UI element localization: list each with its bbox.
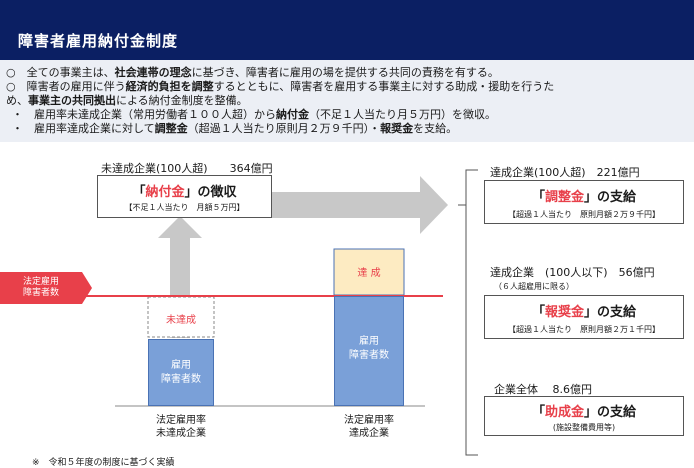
right-caption-line: 法定雇用率 <box>344 415 394 426</box>
reward-box-title: 「報奨金」の支給 <box>485 301 683 320</box>
left-bar-label: 雇用 障害者数 <box>149 359 213 387</box>
summary-emphasis: 調整金 <box>154 122 188 135</box>
levy-keyword: 納付金 <box>145 185 185 200</box>
header-banner <box>0 0 694 60</box>
summary-line-1: ○ 全ての事業主は、社会連帯の理念に基づき、障害者に雇用の場を提供する共同の責務… <box>6 66 499 79</box>
reward-keyword: 報奨金 <box>544 305 584 320</box>
right-bar-line: 雇用 <box>359 336 379 347</box>
levy-box-text: 「 <box>132 185 146 200</box>
summary-line-3: め、事業主の共同拠出による納付金制度を整備。 <box>6 94 248 107</box>
reward-header: 達成企業 (100人以下) 56億円 <box>490 266 655 279</box>
unmet-label: 未達成 <box>166 315 196 326</box>
grant-box-title: 「助成金」の支給 <box>485 401 683 420</box>
summary-text: め、 <box>6 94 28 107</box>
summary-text: ・ 雇用率未達成企業（常用労働者１００人超）から <box>12 108 276 121</box>
distribution-bracket <box>465 169 478 456</box>
legal-rate-tag-line: 法定雇用 <box>22 277 59 287</box>
levy-box-sub: 【不足１人当たり 月額５万円】 <box>124 203 245 212</box>
adjust-box-title: 「調整金」の支給 <box>485 186 683 205</box>
summary-emphasis: 経済的負担を調整 <box>125 80 214 93</box>
summary-emphasis: 社会連帯の理念 <box>114 66 192 79</box>
page-title: 障害者雇用納付金制度 <box>18 32 179 50</box>
adjust-box-text: 」の支給 <box>584 190 637 205</box>
summary-emphasis: 報奨金 <box>380 122 414 135</box>
summary-emphasis: 納付金 <box>276 108 309 121</box>
summary-line-2: ○ 障害者の雇用に伴う経済的負担を調整するとともに、障害者を雇用する事業主に対す… <box>6 80 554 93</box>
summary-text: ○ 全ての事業主は、 <box>6 66 115 79</box>
summary-text: を支給。 <box>413 122 458 135</box>
levy-box-title: 「納付金」の徴収 <box>98 181 271 200</box>
unmet-dashed-box <box>147 296 215 338</box>
reward-box: 「報奨金」の支給 【超過１人当たり 原則月額２万１千円】 <box>484 295 684 339</box>
summary-emphasis: 事業主の共同拠出 <box>28 94 116 107</box>
left-caption: 法定雇用率 未達成企業 <box>131 414 231 440</box>
adjust-box-sub: 【超過１人当たり 原則月額２万９千円】 <box>508 210 660 219</box>
reward-subheader: （６人超雇用に限る） <box>494 282 574 291</box>
levy-box: 「納付金」の徴収 【不足１人当たり 月額５万円】 <box>97 175 272 218</box>
right-caption-line: 達成企業 <box>349 428 389 439</box>
summary-text: に基づき、障害者に雇用の場を提供する共同の責務を有する。 <box>191 66 499 79</box>
left-caption-line: 法定雇用率 <box>156 415 206 426</box>
adjust-header: 達成企業(100人超) 221億円 <box>490 166 640 179</box>
levy-arrow <box>270 176 448 234</box>
summary-text: （不足１人当たり月５万円）を徴収。 <box>309 108 496 121</box>
grant-box: 「助成金」の支給 (施設整備費用等) <box>484 396 684 436</box>
reward-box-sub: 【超過１人当たり 原則月額２万１千円】 <box>508 325 660 334</box>
adjust-box-text: 「 <box>531 190 545 205</box>
left-caption-line: 未達成企業 <box>156 428 206 439</box>
right-bar-label: 雇用 障害者数 <box>335 335 403 363</box>
legal-rate-tag-line: 障害者数 <box>22 288 59 298</box>
grant-box-text: 」の支給 <box>584 405 637 420</box>
summary-line-5: ・ 雇用率達成企業に対して調整金（超過１人当たり原則月２万９千円）・報奨金を支給… <box>12 122 457 135</box>
left-employed-bar: 雇用 障害者数 <box>148 339 214 406</box>
summary-line-4: ・ 雇用率未達成企業（常用労働者１００人超）から納付金（不足１人当たり月５万円）… <box>12 108 496 121</box>
grant-header: 企業全体 8.6億円 <box>494 383 592 396</box>
unmet-company-header: 未達成企業(100人超) 364億円 <box>101 162 273 175</box>
summary-text: ○ 障害者の雇用に伴う <box>6 80 126 93</box>
grant-box-text: 「 <box>531 405 545 420</box>
right-bar-line: 障害者数 <box>349 350 389 361</box>
left-bar-line: 雇用 <box>171 360 191 371</box>
reward-box-text: 」の支給 <box>584 305 637 320</box>
right-employed-bar: 雇用 障害者数 <box>334 296 404 406</box>
summary-text: （超過１人当たり原則月２万９千円）・ <box>187 122 381 135</box>
grant-box-sub: (施設整備費用等) <box>552 423 616 432</box>
achieved-label: 達 成 <box>357 268 381 279</box>
footnote: ※ 令和５年度の制度に基づく実績 <box>32 458 175 468</box>
reward-box-text: 「 <box>531 305 545 320</box>
summary-text: による納付金制度を整備。 <box>116 94 248 107</box>
grant-keyword: 助成金 <box>544 405 584 420</box>
summary-text: するとともに、障害者を雇用する事業主に対する助成・援助を行うた <box>213 80 555 93</box>
left-bar-line: 障害者数 <box>161 374 201 385</box>
summary-panel <box>0 60 694 142</box>
legal-rate-tag-label: 法定雇用 障害者数 <box>0 277 82 299</box>
summary-text: ・ 雇用率達成企業に対して <box>12 122 155 135</box>
legal-rate-tag <box>0 272 92 304</box>
levy-box-text: 」の徴収 <box>184 185 237 200</box>
adjust-box: 「調整金」の支給 【超過１人当たり 原則月額２万９千円】 <box>484 180 684 224</box>
up-arrow <box>158 216 202 338</box>
right-caption: 法定雇用率 達成企業 <box>319 414 419 440</box>
adjust-keyword: 調整金 <box>544 190 584 205</box>
